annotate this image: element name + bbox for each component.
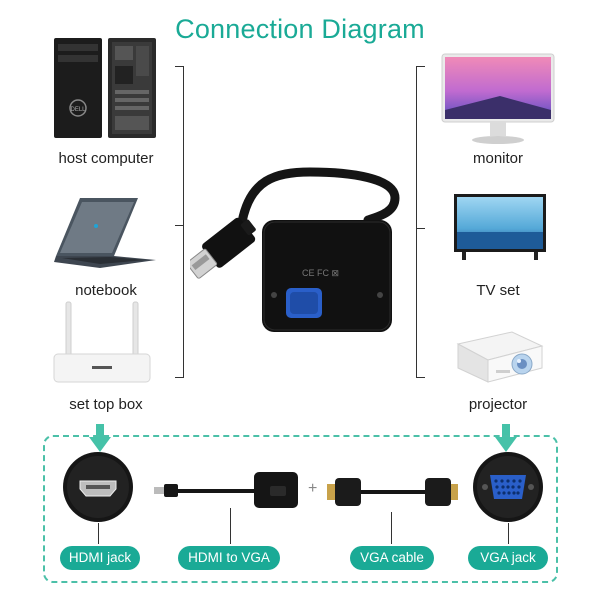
right-bracket: [416, 66, 417, 378]
label-vga-cable: VGA cable: [350, 546, 434, 570]
source-label-host-computer: host computer: [58, 150, 154, 167]
right-bracket-tick-top: [416, 66, 425, 67]
display-label-monitor: monitor: [472, 150, 524, 167]
right-bracket-tick-mid: [416, 228, 425, 229]
hdmi-jack-icon: [62, 451, 134, 523]
monitor-icon: [440, 52, 556, 148]
vga-cable-icon: [325, 470, 460, 514]
vga-cable-leader: [391, 512, 392, 544]
label-hdmi-to-vga: HDMI to VGA: [178, 546, 280, 570]
source-label-set-top-box: set top box: [69, 396, 143, 413]
label-vga-jack: VGA jack: [468, 546, 548, 570]
adapter-certification-marks: CE FC ⊠: [302, 268, 339, 278]
laptop-icon: [50, 194, 160, 272]
router-box-icon: [52, 300, 152, 386]
left-bracket-tick-top: [175, 66, 184, 67]
arrow-down-right-icon: [495, 424, 517, 452]
hdmi-to-vga-adapter-image: CE FC ⊠: [186, 150, 415, 340]
hdmi-to-vga-bottom-image: [150, 468, 308, 512]
projector-icon: [452, 326, 546, 388]
tv-icon: [452, 192, 548, 268]
display-label-projector: projector: [468, 396, 528, 413]
hdmi-jack-leader: [98, 523, 99, 544]
adapter-leader: [230, 508, 231, 544]
arrow-down-left-icon: [89, 424, 111, 452]
plus-sign: +: [308, 480, 318, 497]
right-bracket-tick-bottom: [416, 377, 425, 378]
left-bracket: [183, 66, 184, 378]
label-hdmi-jack: HDMI jack: [60, 546, 140, 570]
left-bracket-tick-bottom: [175, 377, 184, 378]
diagram-title: Connection Diagram: [175, 14, 425, 44]
svg-text:DELL: DELL: [70, 107, 86, 113]
vga-jack-icon: [472, 451, 544, 523]
desktop-tower-icon: DELL: [52, 36, 160, 140]
source-label-notebook: notebook: [75, 282, 137, 299]
vga-jack-leader: [508, 523, 509, 544]
display-label-tv-set: TV set: [476, 282, 520, 299]
left-bracket-tick-mid: [175, 225, 184, 226]
components-panel: [43, 435, 558, 583]
